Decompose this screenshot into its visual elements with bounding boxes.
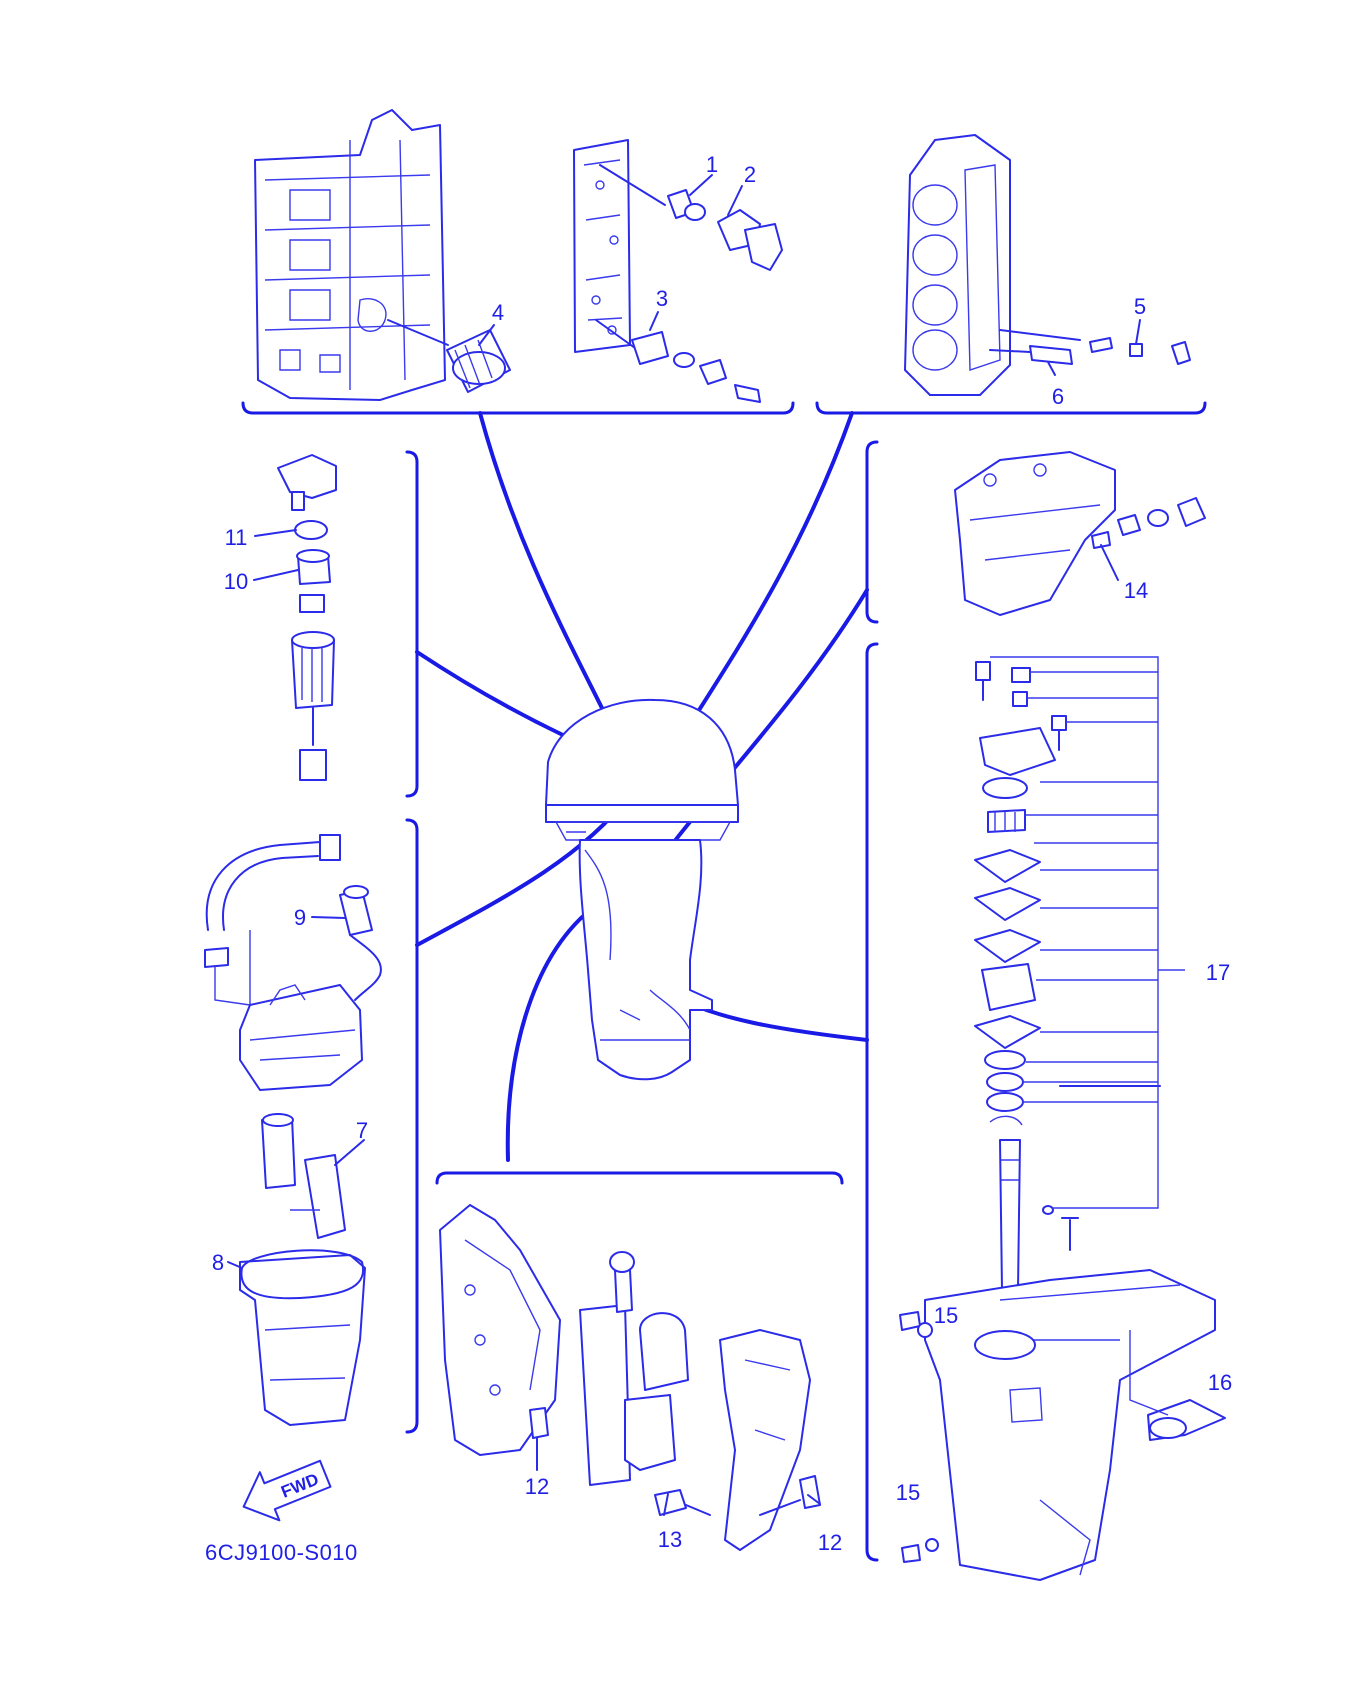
- fuel-pump-assembly: [204, 834, 382, 1426]
- water-pump-kit: [974, 661, 1161, 1291]
- callout-14: 14: [1124, 578, 1148, 603]
- powerhead-block: [254, 109, 446, 401]
- callout-11: 11: [225, 525, 248, 550]
- bracket-top-left: [241, 401, 795, 415]
- diagram-code: 6CJ9100-S010: [205, 1540, 358, 1565]
- outboard-engine-illustration: [545, 698, 739, 1081]
- callout-2: 2: [744, 162, 756, 187]
- bracket-bottom: [435, 1171, 844, 1185]
- leader-powerhead: [478, 411, 622, 747]
- callout-4: 4: [492, 300, 504, 325]
- callout-15-upper: 15: [934, 1303, 958, 1328]
- callout-5: 5: [1134, 294, 1146, 319]
- leader-cylinder-head: [675, 411, 854, 747]
- callout-12-right: 12: [818, 1530, 842, 1555]
- exhaust-guide: [954, 451, 1206, 616]
- group-brackets: [241, 401, 1207, 1562]
- leader-bracket: [505, 908, 592, 1162]
- callout-leaders: [227, 174, 1141, 1516]
- callout-numbers: 1 2 3 4 5 6 7 8 9 10 11 12 12 13 14 15 1…: [212, 152, 1232, 1555]
- lower-unit: [899, 1269, 1226, 1581]
- callout-12-left: 12: [525, 1474, 549, 1499]
- callout-16: 16: [1208, 1370, 1232, 1395]
- oil-filter: [387, 319, 511, 393]
- callout-13: 13: [658, 1527, 682, 1552]
- callout-7: 7: [356, 1118, 368, 1143]
- callout-3: 3: [656, 286, 668, 311]
- callout-9: 9: [294, 905, 306, 930]
- clamp-brackets-tilt: [439, 1204, 821, 1551]
- fwd-arrow: FWD: [242, 1459, 332, 1522]
- fuel-filter-assembly: [277, 454, 337, 781]
- kit-17-leader-lines: [990, 656, 1185, 1209]
- callout-6: 6: [1052, 384, 1064, 409]
- bracket-left-lower: [405, 818, 419, 1434]
- thermostat-plate: [573, 139, 783, 403]
- bracket-top-right: [815, 401, 1207, 415]
- leader-exhaust: [658, 588, 869, 862]
- bracket-right-lower: [865, 642, 879, 1562]
- callout-8: 8: [212, 1250, 224, 1275]
- callout-1: 1: [706, 152, 718, 177]
- callout-17: 17: [1206, 960, 1230, 985]
- cylinder-head: [904, 134, 1191, 396]
- bracket-right-upper: [865, 440, 879, 624]
- bracket-left-upper: [405, 450, 419, 798]
- callout-15-lower: 15: [896, 1480, 920, 1505]
- callout-10: 10: [224, 569, 248, 594]
